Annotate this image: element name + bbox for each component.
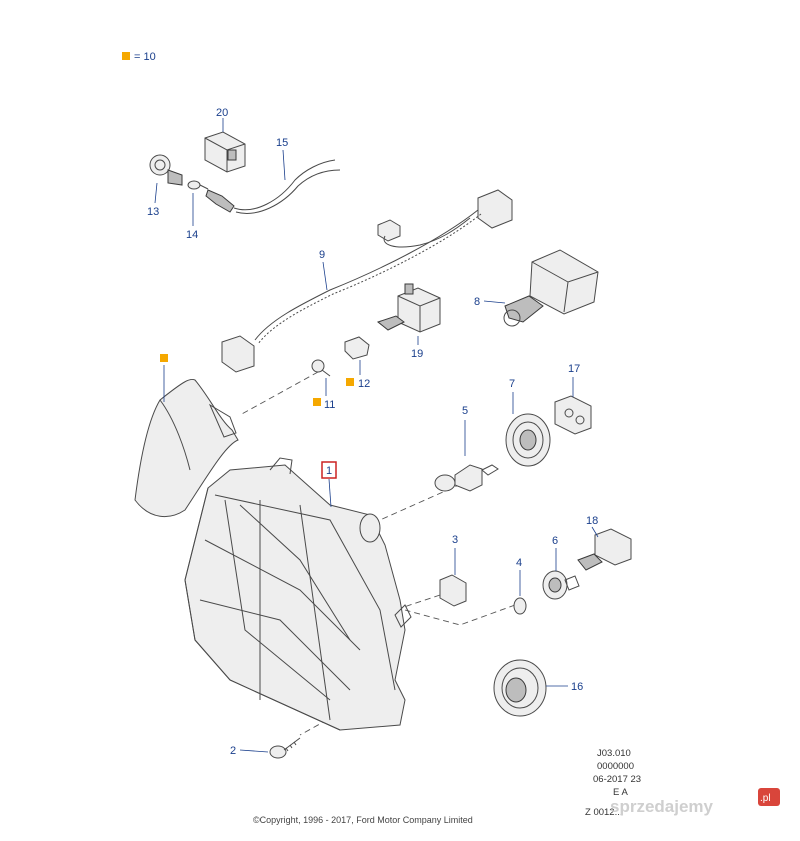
part-16-cap: 16 <box>493 659 583 717</box>
callout-3: 3 <box>452 534 458 546</box>
callout-7: 7 <box>509 378 515 390</box>
marker-11 <box>313 398 321 406</box>
part-14-bulb: 14 <box>186 180 209 241</box>
part-11-bulb: 11 <box>311 359 335 411</box>
callout-18: 18 <box>586 515 598 527</box>
info-line-1: J03.010 <box>597 748 631 759</box>
part-8-actuator: 8 <box>474 249 599 327</box>
legend-text: = 10 <box>134 51 156 63</box>
callout-20: 20 <box>216 107 228 119</box>
part-2-screw: 2 <box>230 737 301 759</box>
callout-2: 2 <box>230 745 236 757</box>
part-20-relay: 20 <box>204 107 246 173</box>
callout-12: 12 <box>358 378 370 390</box>
watermark: sprzedajemy .pl <box>610 788 780 816</box>
watermark-suffix: .pl <box>760 793 771 804</box>
part-13-holder: 13 <box>147 154 183 218</box>
callout-17: 17 <box>568 363 580 375</box>
legend-marker <box>122 52 130 60</box>
watermark-badge <box>758 788 780 806</box>
info-line-3: 06-2017 23 <box>593 774 641 785</box>
reference-info: J03.010 0000000 06-2017 23 E A Z 0012... <box>585 748 641 818</box>
part-15-harness: 15 <box>205 137 341 214</box>
marker-side <box>160 354 168 362</box>
part-9-harness: 9 <box>221 189 513 373</box>
part-19-connector: 19 <box>376 283 441 360</box>
side-cover <box>134 354 239 518</box>
part-5-bulb: 5 <box>434 405 499 492</box>
info-line-4: E A <box>613 787 628 798</box>
part-7-cap: 7 <box>505 378 551 467</box>
callout-6: 6 <box>552 535 558 547</box>
callout-15: 15 <box>276 137 288 149</box>
marker-12 <box>346 378 354 386</box>
part-4-bulb: 4 <box>513 557 527 615</box>
info-line-5: Z 0012... <box>585 807 623 818</box>
part-17-connector: 17 <box>554 363 592 435</box>
part-3-connector: 3 <box>439 534 467 607</box>
callout-4: 4 <box>516 557 522 569</box>
part-18-connector: 18 <box>577 515 632 571</box>
legend: = 10 <box>122 51 156 63</box>
callout-14: 14 <box>186 229 198 241</box>
callout-11: 11 <box>324 399 335 411</box>
callout-19: 19 <box>411 348 423 360</box>
watermark-text: sprzedajemy <box>610 797 714 816</box>
callout-16: 16 <box>571 681 583 693</box>
callout-13: 13 <box>147 206 159 218</box>
callout-5: 5 <box>462 405 468 417</box>
part-1-headlamp: 1 <box>184 457 412 731</box>
part-12-holder: 12 <box>344 336 370 390</box>
callout-8: 8 <box>474 296 480 308</box>
info-line-2: 0000000 <box>597 761 634 772</box>
copyright: ©Copyright, 1996 - 2017, Ford Motor Comp… <box>253 815 473 825</box>
callout-1-box <box>321 461 337 479</box>
part-6-holder: 6 <box>542 535 580 600</box>
callout-9: 9 <box>319 249 325 261</box>
callout-1: 1 <box>326 465 332 477</box>
